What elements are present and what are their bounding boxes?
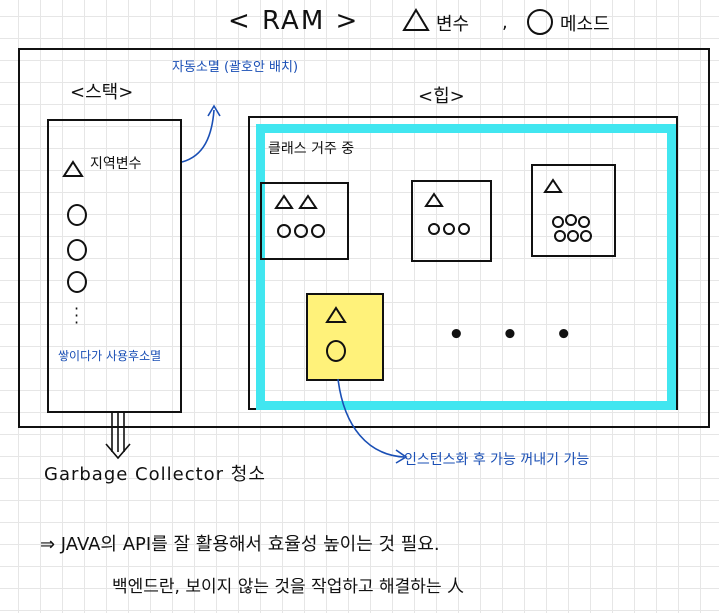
backend-definition: 백엔드란, 보이지 않는 것을 작업하고 해결하는 人 xyxy=(112,577,464,597)
legend-method-label: 메소드 xyxy=(560,14,610,35)
object-box xyxy=(411,180,492,262)
triangle-icon xyxy=(402,8,430,36)
heap-label: <힙> xyxy=(418,86,465,107)
stack-box xyxy=(47,119,182,413)
heap-highlight xyxy=(256,124,676,410)
annotation-arrow-icon xyxy=(181,104,221,163)
triangle-icon xyxy=(62,160,84,182)
object-box xyxy=(531,164,616,257)
object-box xyxy=(260,182,349,260)
auto-destroy-note: 자동소멸 (괄호안 배치) xyxy=(172,60,299,75)
circle-icon xyxy=(67,271,87,293)
legend-separator: , xyxy=(502,12,508,33)
ram-box xyxy=(18,48,710,428)
circle-icon xyxy=(67,239,87,261)
stack-pop-note: 쌓이다가 사용후소멸 xyxy=(58,349,162,363)
down-arrow-icon xyxy=(105,412,131,460)
diagram-title: < RAM > xyxy=(228,6,360,36)
garbage-collector-label: Garbage Collector 청소 xyxy=(44,464,266,485)
circle-icon xyxy=(67,204,87,226)
stack-label: <스택> xyxy=(70,82,134,103)
class-info-label: 클래스 거주 중 xyxy=(268,141,355,157)
legend-variable-label: 변수 xyxy=(436,14,470,35)
more-objects-ellipsis: • • • xyxy=(448,320,586,350)
instance-object-box xyxy=(306,293,384,381)
instance-arrow-icon xyxy=(337,378,408,464)
api-note: ⇒ JAVA의 API를 잘 활용해서 효율성 높이는 것 필요. xyxy=(40,534,440,555)
local-variable-label: 지역변수 xyxy=(90,156,142,172)
circle-icon xyxy=(527,9,553,35)
instance-note: 인스턴스화 후 가능 꺼내기 가능 xyxy=(404,452,590,468)
vertical-ellipsis: ··· xyxy=(74,299,80,332)
